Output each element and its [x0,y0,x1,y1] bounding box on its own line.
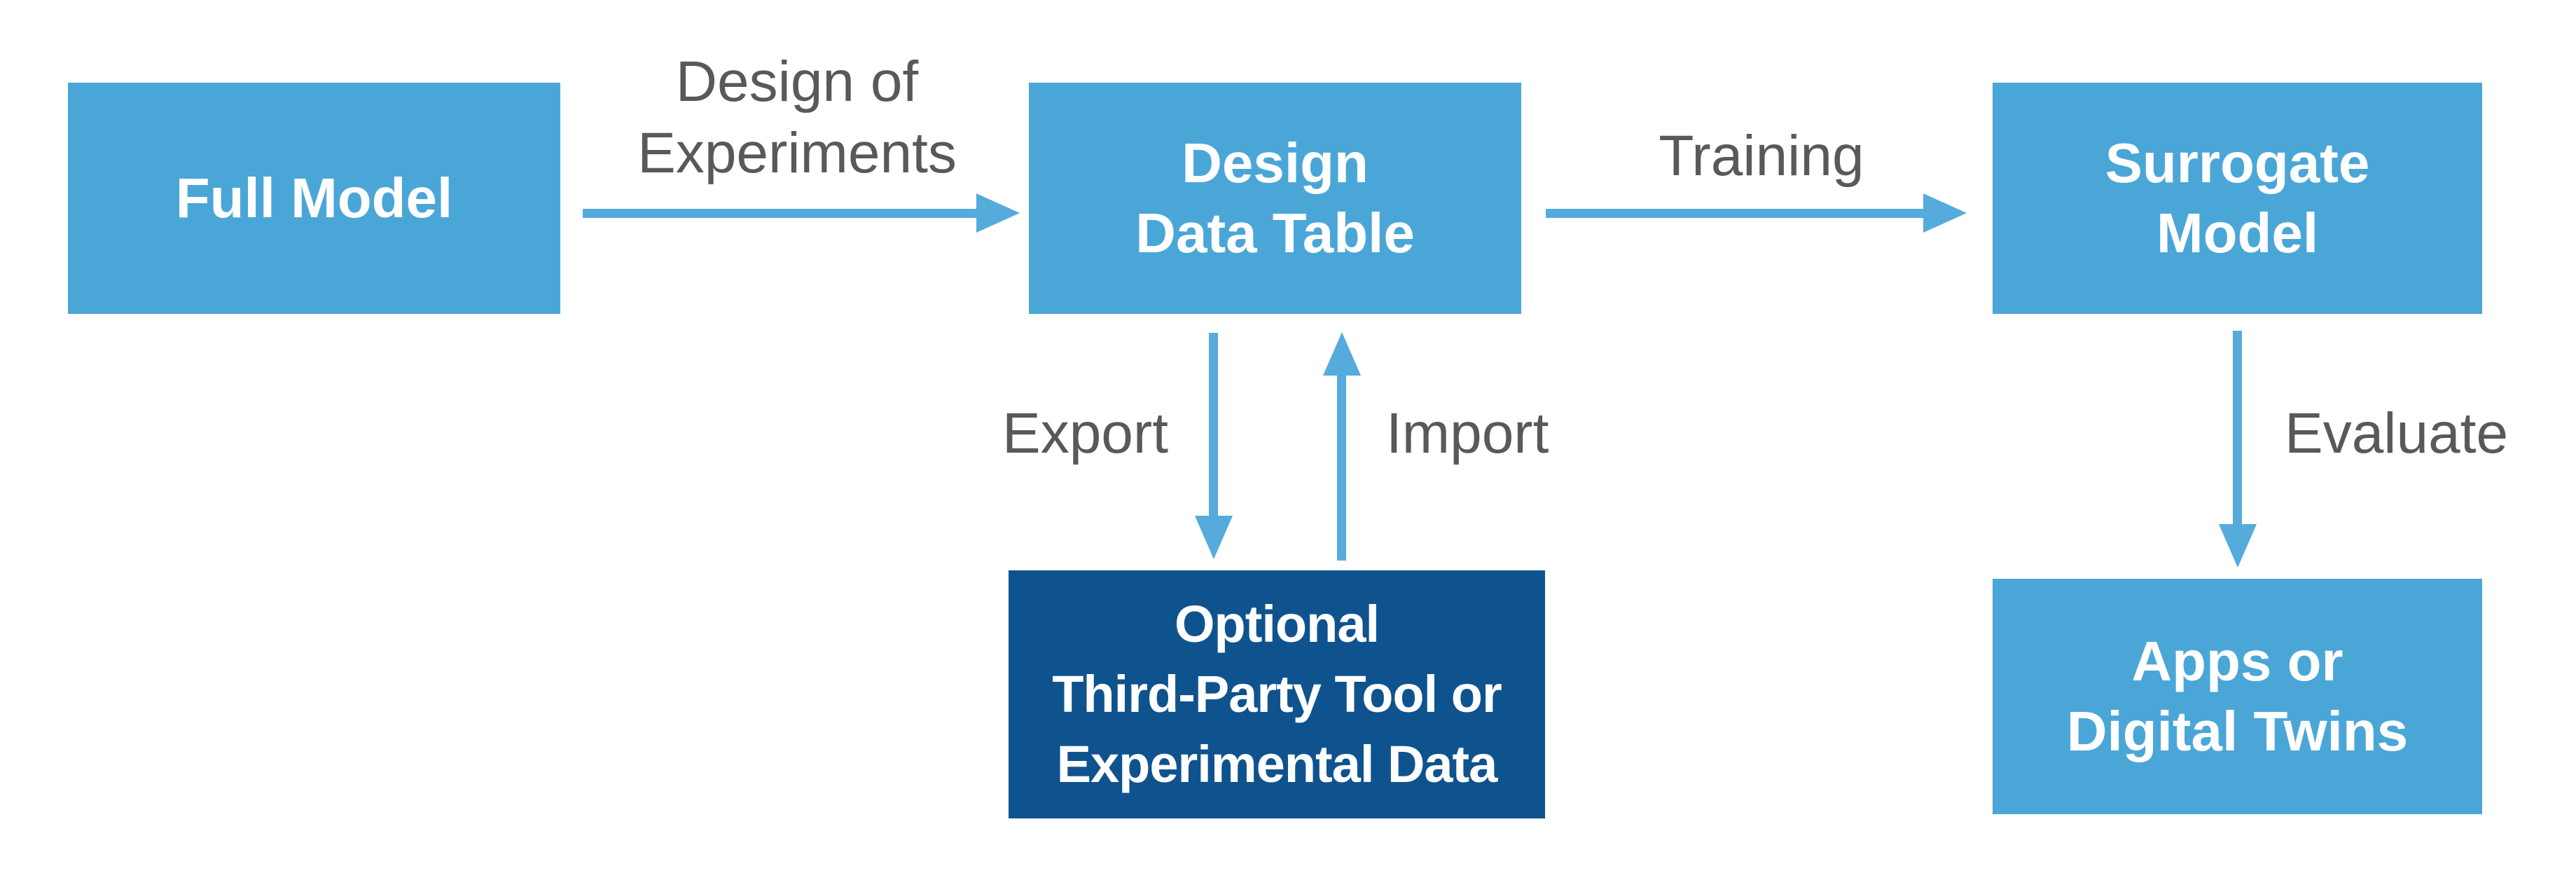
surrogate-model-node: Surrogate Model [1993,83,2482,314]
doe-arrowhead-right-icon [976,193,1020,233]
training-arrow-line [1546,209,1924,218]
design-data-table-label-line2: Data Table [1135,202,1415,264]
training-arrowhead-right-icon [1923,193,1967,233]
third-party-tool-label-line3: Experimental Data [1056,735,1498,793]
export-arrow-line [1209,333,1218,517]
surrogate-model-label-line2: Model [2156,202,2319,264]
export-arrowhead-down-icon [1195,516,1233,559]
evaluate-edge-label: Evaluate [2285,398,2565,469]
import-label: Import [1386,402,1549,465]
design-data-table-node: Design Data Table [1029,83,1521,314]
import-arrow-line [1337,374,1346,561]
import-edge-label: Import [1386,398,1806,469]
design-data-table-label-line1: Design [1182,132,1369,194]
apps-digital-twins-label-line2: Digital Twins [2066,700,2409,762]
apps-digital-twins-label-line1: Apps or [2131,630,2343,692]
export-edge-label: Export [748,398,1168,469]
apps-digital-twins-node: Apps or Digital Twins [1993,579,2482,814]
design-of-experiments-label-line2: Experiments [637,121,957,185]
full-model-label: Full Model [175,167,453,229]
evaluate-arrow-line [2233,331,2242,526]
surrogate-model-label-line1: Surrogate [2105,132,2370,194]
import-arrowhead-up-icon [1323,332,1361,376]
third-party-tool-label-line2: Third-Party Tool or [1052,665,1502,723]
training-edge-label: Training [1551,121,1972,192]
training-label: Training [1659,124,1864,188]
third-party-tool-node: Optional Third-Party Tool or Experimenta… [1009,570,1545,818]
doe-arrow-line [583,209,977,218]
design-of-experiments-edge-label: Design of Experiments [552,46,1042,189]
third-party-tool-label-line1: Optional [1174,595,1380,653]
full-model-node: Full Model [68,83,560,314]
export-label: Export [1002,402,1168,465]
design-of-experiments-label-line1: Design of [675,50,919,114]
evaluate-arrowhead-down-icon [2219,524,2257,568]
evaluate-label: Evaluate [2285,402,2509,465]
